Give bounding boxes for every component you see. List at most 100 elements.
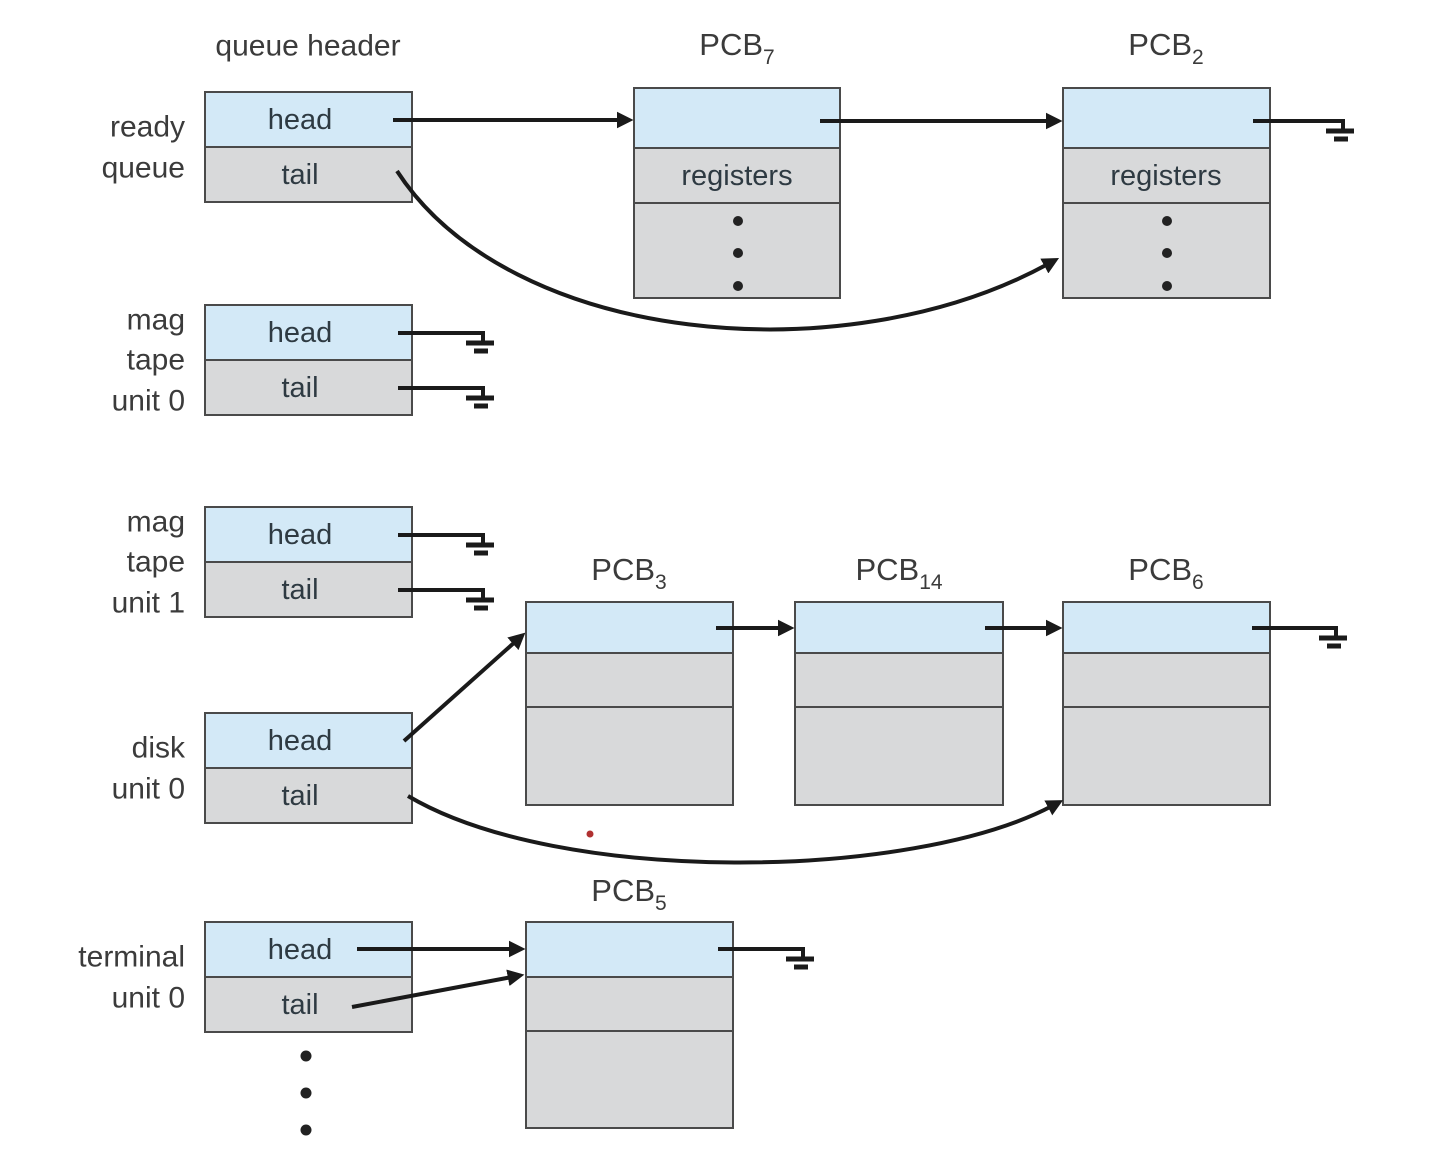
pcb-14-link-section (794, 601, 1004, 654)
ground-icon (398, 588, 494, 611)
pcb-2-registers-text: registers (1110, 160, 1221, 192)
pcb-2-title: PCB2 (1128, 27, 1203, 69)
pcb-3-link-section (525, 601, 734, 654)
pcb-2-title-base: PCB (1128, 27, 1192, 62)
vertical-ellipsis-dots (1162, 216, 1172, 291)
ellipsis-dot (1162, 216, 1172, 226)
ellipsis-dot (733, 281, 743, 291)
terminal-0-tail-text: tail (281, 989, 318, 1021)
mag-tape-1-label-line: mag (127, 506, 185, 539)
ready-queue-label-line: queue (102, 152, 185, 185)
pcb-5-bottom-section (525, 1030, 734, 1129)
pcb-3-title: PCB3 (591, 552, 666, 594)
disk-0-tail-text: tail (281, 780, 318, 812)
pcb-5-title-subscript: 5 (655, 892, 667, 915)
pcb-14-title: PCB14 (855, 552, 942, 594)
pcb-7-title-subscript: 7 (763, 46, 775, 69)
ground-lead (1252, 626, 1338, 636)
terminal-0-label-line: unit 0 (112, 982, 185, 1015)
vertical-ellipsis-dots (300, 1050, 312, 1136)
mag-tape-0-label-line: tape (127, 344, 185, 377)
ground-lead (1253, 119, 1345, 129)
pcb-2-link-section (1062, 87, 1271, 149)
pcb-3-title-base: PCB (591, 552, 655, 587)
ground-lead (398, 533, 485, 543)
pcb-14-title-subscript: 14 (919, 571, 943, 594)
pcb-3-bottom-section (525, 706, 734, 806)
pcb-7-link-section (633, 87, 841, 149)
arrow-disk-head-to-pcb3 (402, 632, 526, 743)
ellipsis-dot (733, 248, 743, 258)
arrow-terminal-tail-to-pcb5 (351, 969, 525, 1009)
pcb-5-title: PCB5 (591, 873, 666, 915)
ellipsis-dot (300, 1050, 312, 1062)
ground-icon (1253, 119, 1354, 142)
ground-icon (398, 386, 494, 409)
pcb-3-node: PCB3 (525, 552, 734, 806)
terminal-0-label-line: terminal (78, 941, 185, 974)
queue-header-column-title: queue header (215, 30, 400, 63)
mag-tape-1-label-line: unit 1 (112, 587, 185, 620)
terminal-0-tail-cell (204, 976, 413, 1033)
pcb-6-mid-section (1062, 652, 1271, 708)
mag-tape-1-tail-cell (204, 561, 413, 618)
pcb-5-mid-section (525, 976, 734, 1032)
mag-tape-1-tail-text: tail (281, 574, 318, 606)
ellipsis-dot (1162, 248, 1172, 258)
ground-icon (398, 331, 494, 354)
stray-red-dot (586, 830, 594, 838)
ground-icon (718, 947, 814, 970)
mag-tape-1-head-text: head (268, 519, 333, 551)
ground-lead (718, 947, 805, 957)
disk-0-label-line: unit 0 (112, 773, 185, 806)
pcb-2-title-subscript: 2 (1192, 46, 1204, 69)
pcb-5-link-section (525, 921, 734, 978)
mag-tape-unit-0-header: mag tape unit 0 head tail (112, 304, 413, 418)
ellipsis-dot (300, 1124, 312, 1136)
pcb-6-title-subscript: 6 (1192, 571, 1204, 594)
terminal-unit-0-header: terminal unit 0 head tail (78, 921, 413, 1136)
ellipsis-dot (733, 216, 743, 226)
pcb-14-bottom-section (794, 706, 1004, 806)
mag-tape-0-tail-text: tail (281, 372, 318, 404)
ellipsis-dot (300, 1087, 312, 1099)
pcb-6-title-base: PCB (1128, 552, 1192, 587)
pcb-14-node: PCB14 (794, 552, 1004, 806)
pcb-7-registers-text: registers (681, 160, 792, 192)
ready-queue-header: ready queue head tail (102, 91, 413, 203)
ground-icon (398, 533, 494, 556)
pcb-2-node: PCB2 registers (1062, 27, 1271, 299)
pcb-6-bottom-section (1062, 706, 1271, 806)
mag-tape-0-head-text: head (268, 317, 333, 349)
pcb-6-link-section (1062, 601, 1271, 654)
pcb-7-registers-section (633, 147, 841, 204)
vertical-ellipsis-dots (733, 216, 743, 291)
terminal-0-head-text: head (268, 934, 333, 966)
ready-queue-label-line: ready (110, 111, 185, 144)
pcb-5-title-base: PCB (591, 873, 655, 908)
pcb-14-title-base: PCB (855, 552, 919, 587)
pcb-2-registers-section (1062, 147, 1271, 204)
mag-tape-0-label-line: mag (127, 304, 185, 337)
disk-unit-0-header: disk unit 0 head tail (112, 712, 413, 824)
arrow-ready-tail-to-pcb2 (395, 169, 1060, 332)
pcb-7-title: PCB7 (699, 27, 774, 69)
ellipsis-dot (1162, 281, 1172, 291)
arrow-disk-tail-to-pcb6 (406, 794, 1064, 865)
disk-0-tail-cell (204, 767, 413, 824)
mag-tape-1-label-line: tape (127, 546, 185, 579)
ground-lead (398, 386, 485, 396)
pcb-5-node: PCB5 (525, 873, 734, 1129)
pcb-7-title-base: PCB (699, 27, 763, 62)
pcb-14-mid-section (794, 652, 1004, 708)
ready-queue-head-cell (204, 91, 413, 148)
ready-queue-tail-text: tail (281, 159, 318, 191)
ready-queue-head-text: head (268, 104, 333, 136)
mag-tape-unit-1-header: mag tape unit 1 head tail (112, 506, 413, 620)
pcb-7-node: PCB7 registers (633, 27, 841, 299)
ground-lead (398, 588, 485, 598)
pcb-3-mid-section (525, 652, 734, 708)
ready-queue-tail-cell (204, 146, 413, 203)
